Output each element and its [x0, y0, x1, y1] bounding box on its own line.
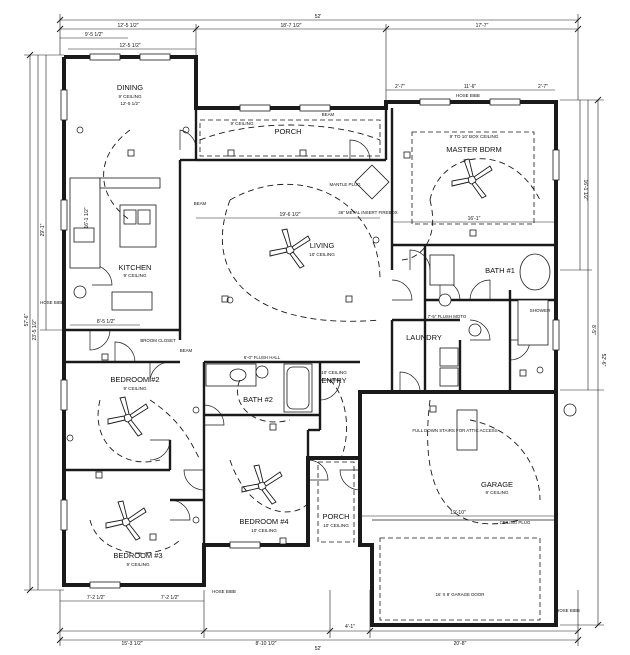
hose-bibb-west: HOSE BIBB	[40, 300, 64, 305]
room-entry-ceiling: 10' CEILING	[321, 370, 347, 375]
room-master-label: MASTER BDRM	[446, 145, 501, 154]
dim-kitchen-depth: 16'-1 1/2"	[84, 207, 90, 228]
room-living-label: LIVING	[310, 241, 335, 250]
room-labels: DINING 9' CEILING 12'-5 1/2" PORCH 9' CE…	[110, 83, 551, 567]
beam-note-hall: BEAM	[180, 348, 193, 353]
room-bedroom3-ceiling: 9' CEILING	[126, 562, 150, 567]
room-living-ceiling: 10' CEILING	[309, 252, 335, 257]
dim-left-1: 29'-1"	[40, 223, 46, 236]
dim-right-1: 16'-1 1/2"	[582, 179, 588, 200]
mantle-plug-note: MANTLE PLUG	[330, 182, 362, 187]
electrical-symbols	[66, 126, 544, 545]
living-ceiling-fan-icon	[269, 228, 311, 269]
interior-walls	[64, 108, 556, 545]
room-laundry-label: LAUNDRY	[406, 333, 442, 342]
dim-bottom-2: 8'-10 1/2"	[255, 641, 276, 647]
room-garage-label: GARAGE	[481, 480, 513, 489]
dim-bottom-1: 15'-3 1/2"	[121, 641, 142, 647]
room-bedroom2-ceiling: 9' CEILING	[123, 386, 147, 391]
windows	[60, 53, 560, 589]
room-porch-rear-ceiling: 9' CEILING	[230, 121, 254, 126]
room-dining-label: DINING	[117, 83, 143, 92]
hall-note: 6'-0" FLUSH HALL	[244, 355, 281, 360]
ceiling-fans	[105, 158, 493, 541]
attic-note: FULL DOWN STAIRS FOR ATTIC ACCESS	[412, 428, 497, 433]
room-bath2-label: BATH #2	[243, 395, 273, 404]
broom-closet-note: BROOM CLOSET	[140, 338, 176, 343]
room-porch-front-label: PORCH	[322, 512, 349, 521]
dim-left-total: 57'-6"	[24, 313, 30, 326]
room-shower-label: SHOWER	[530, 308, 551, 313]
ceiling-plug-note: CEILING PLUG	[500, 520, 531, 525]
room-dining-dim: 12'-5 1/2"	[120, 101, 140, 106]
room-porch-front-ceiling: 10' CEILING	[323, 523, 349, 528]
dim-overall-width: 52'	[315, 14, 322, 20]
dim-bottom-5: 7'-2 1/2"	[161, 595, 180, 601]
dim-bottom-4: 7'-2 1/2"	[87, 595, 106, 601]
beam-note-porch: BEAM	[322, 112, 335, 117]
garage-door-note: 16' X 8' GARAGE DOOR	[436, 592, 485, 597]
dim-top-sub2: 2'-7"	[395, 84, 405, 90]
linen-note: 7'-5" FLUSH MOTO	[428, 314, 467, 319]
dim-right-2: 8'-5"	[590, 325, 596, 335]
dim-master-width: 16'-1"	[468, 216, 481, 222]
dim-dining-top: 12'-5 1/2"	[119, 43, 140, 49]
room-bedroom3-label: BEDROOM #3	[113, 551, 162, 560]
dim-top-sub1: 9'-5 1/2"	[85, 32, 104, 38]
dimension-lines: 52' 12'-5 1/2" 18'-7 1/2" 17'-7" 9'-5 1/…	[24, 14, 606, 652]
dim-bed2-width: 8'-5 1/2"	[97, 319, 116, 325]
dim-right-total: 52'-6"	[600, 354, 606, 367]
bedroom2-ceiling-fan-icon	[107, 396, 149, 437]
hose-bibb-north: HOSE BIBB	[456, 93, 480, 98]
dim-bottom-total: 52'	[315, 646, 322, 652]
exterior-walls	[62, 55, 558, 627]
dim-top-mid: 18'-7 1/2"	[280, 23, 301, 29]
fixtures	[69, 119, 577, 621]
dim-top-sub3: 11'-6"	[464, 84, 477, 90]
dim-top-sub4: 2'-7"	[538, 84, 548, 90]
hose-bibb-east: HOSE BIBB	[556, 608, 580, 613]
dim-bottom-3: 20'-8"	[454, 641, 467, 647]
bedroom3-ceiling-fan-icon	[105, 500, 147, 541]
dim-bottom-6: 4'-1"	[345, 624, 355, 630]
dim-top-right: 17'-7"	[476, 23, 489, 29]
dim-garage-width: 19'-10"	[450, 510, 466, 516]
dim-top-left: 12'-5 1/2"	[117, 23, 138, 29]
room-bedroom4-label: BEDROOM #4	[239, 517, 288, 526]
room-bedroom4-ceiling: 10' CEILING	[251, 528, 277, 533]
room-garage-ceiling: 9' CEILING	[485, 490, 509, 495]
master-ceiling-fan-icon	[451, 158, 493, 199]
room-dining-ceiling: 9' CEILING	[118, 94, 142, 99]
room-master-ceiling: 9' TO 10' BOX CEILING	[450, 134, 499, 139]
room-entry-label: ENTRY	[321, 376, 346, 385]
room-porch-rear-label: PORCH	[274, 127, 301, 136]
room-bath1-label: BATH #1	[485, 266, 515, 275]
hose-bibb-south: HOSE BIBB	[212, 589, 236, 594]
room-kitchen-label: KITCHEN	[119, 263, 152, 272]
notes: BEAM BEAM BEAM 36" METAL INSERT FIREBOX …	[40, 93, 580, 613]
interior-dims: 19'-6 1/2" 16'-1" 19'-10" 8'-5 1/2" 16'-…	[70, 207, 556, 517]
room-kitchen-ceiling: 9' CEILING	[123, 273, 147, 278]
dim-left-2: 23'-5 1/2"	[32, 319, 38, 340]
fireplace-note: 36" METAL INSERT FIREBOX	[338, 210, 398, 215]
dim-living-width: 19'-6 1/2"	[279, 212, 300, 218]
bedroom4-ceiling-fan-icon	[241, 464, 283, 505]
room-bedroom2-label: BEDROOM #2	[110, 375, 159, 384]
wiring	[89, 124, 541, 554]
beam-note-kitchen: BEAM	[194, 201, 207, 206]
